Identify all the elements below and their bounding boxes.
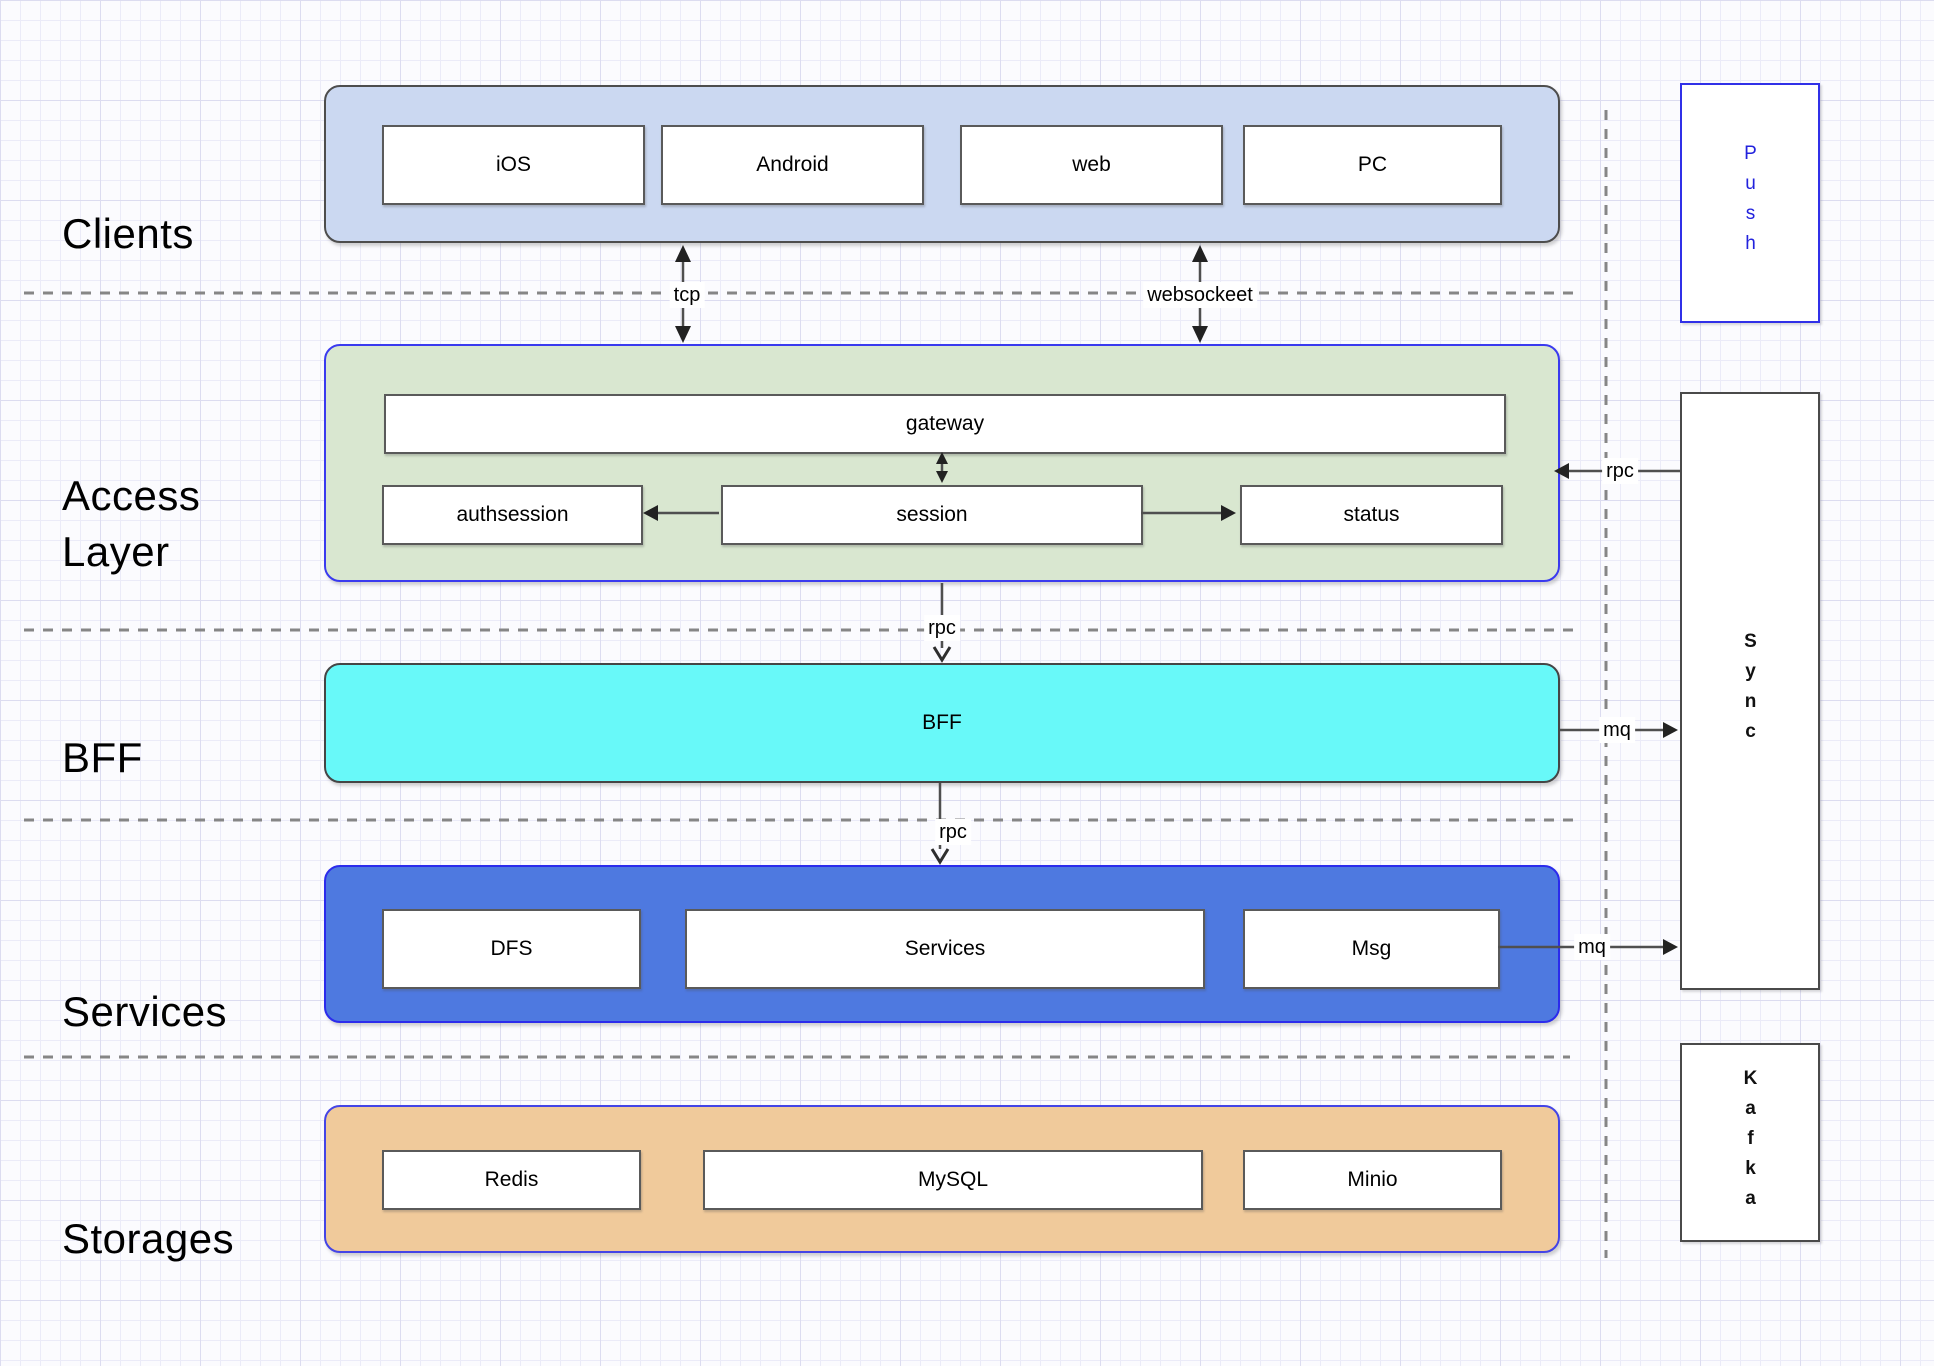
edge-label-mq-bff-sync: mq — [1599, 717, 1635, 743]
row-label-bff: BFF — [62, 734, 143, 781]
node-mysql: MySQL — [703, 1150, 1203, 1210]
container-storages: Redis MySQL Minio — [324, 1105, 1560, 1253]
row-label-storages: Storages — [62, 1215, 235, 1262]
node-bff: BFF — [922, 711, 962, 734]
node-kafka: Kafka — [1680, 1043, 1820, 1242]
node-android: Android — [661, 125, 924, 205]
node-web: web — [960, 125, 1223, 205]
edge-label-rpc-bff-services: rpc — [935, 819, 971, 845]
node-redis: Redis — [382, 1150, 641, 1210]
edge-label-websocket: websockeet — [1143, 282, 1257, 308]
row-label-access: Access Layer — [62, 472, 201, 575]
container-clients: iOS Android web PC — [324, 85, 1560, 243]
container-bff: BFF — [324, 663, 1560, 783]
node-dfs: DFS — [382, 909, 641, 989]
node-msg: Msg — [1243, 909, 1500, 989]
node-status: status — [1240, 485, 1503, 545]
node-ios: iOS — [382, 125, 645, 205]
node-sync: Sync — [1680, 392, 1820, 990]
edge-label-mq-msg-sync: mq — [1574, 934, 1610, 960]
node-session: session — [721, 485, 1143, 545]
edge-label-rpc-access-bff: rpc — [924, 615, 960, 641]
node-minio: Minio — [1243, 1150, 1502, 1210]
edge-label-rpc-sync-access: rpc — [1602, 458, 1638, 484]
container-services: DFS Services Msg — [324, 865, 1560, 1023]
row-label-clients: Clients — [62, 210, 194, 257]
edge-label-tcp: tcp — [669, 282, 705, 308]
node-services: Services — [685, 909, 1205, 989]
row-label-services: Services — [62, 988, 228, 1035]
node-authsession: authsession — [382, 485, 643, 545]
node-push: Push — [1680, 83, 1820, 323]
node-gateway: gateway — [384, 394, 1506, 454]
node-pc: PC — [1243, 125, 1502, 205]
container-access-layer: gateway authsession session status — [324, 344, 1560, 582]
